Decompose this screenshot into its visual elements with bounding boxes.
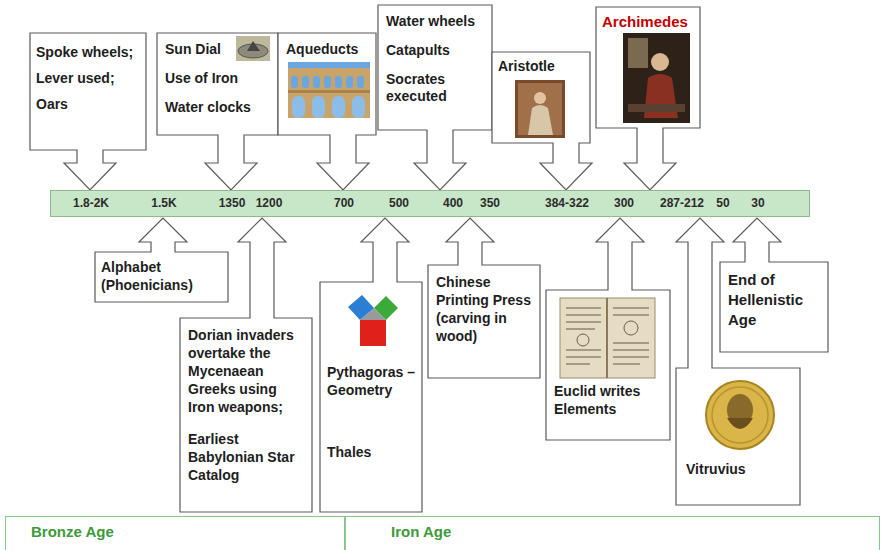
age-label: Iron Age [391, 523, 834, 541]
callout-text: Earliest Babylonian Star Catalog [188, 430, 304, 484]
sundial-icon [236, 36, 270, 61]
year-label: 1350 [219, 196, 246, 211]
callout-box: Spoke wheels; Lever used; Oars [30, 33, 146, 150]
callout-text: Euclid writes Elements [554, 382, 662, 418]
aristotle-painting [515, 80, 565, 138]
callout-box: Dorian invaders overtake the Mycenaean G… [180, 318, 312, 512]
callout-box: End of Hellenistic Age [720, 262, 828, 352]
year-label: 500 [389, 196, 409, 211]
callout-text: Use of Iron [165, 70, 270, 87]
callout-box: Water wheelsCatapultsSocrates executed [378, 5, 492, 130]
year-label: 1.5K [151, 196, 176, 211]
callout-box: Aristotle [492, 52, 590, 143]
age-band: Bronze Age [5, 516, 345, 550]
callout-outline [30, 33, 146, 190]
callout-text: Vitruvius [686, 460, 790, 478]
callout-text: Catapults [386, 42, 484, 59]
callout-text: Chinese Printing Press (carving in wood) [436, 273, 532, 345]
callout-text: Archimedes [602, 13, 694, 31]
callout-outline [95, 218, 228, 302]
callout-text: End of Hellenistic Age [728, 270, 820, 330]
callout-text: Spoke wheels; Lever used; Oars [36, 39, 140, 117]
callout-outline [676, 218, 800, 505]
callout-outline [157, 33, 278, 190]
callout-box: Sun DialUse of IronWater clocks [157, 33, 278, 135]
year-label: 350 [480, 196, 500, 211]
callout-text: Socrates executed [386, 71, 484, 105]
callout-text: Water wheels [386, 13, 484, 30]
callout-text: Sun Dial [165, 41, 270, 58]
callout-text: Dorian invaders overtake the Mycenaean G… [188, 326, 304, 416]
callout-text: Aqueducts [286, 41, 368, 58]
callout-box: Aqueducts [278, 33, 376, 135]
year-label: 1.8-2K [73, 196, 109, 211]
aqueduct-photo [288, 62, 370, 118]
year-label: 300 [614, 196, 634, 211]
callout-box: Pythagoras – GeometryThales [320, 282, 422, 512]
callout-outline [596, 7, 700, 190]
callout-outline [428, 218, 540, 378]
callout-outline [720, 218, 828, 352]
euclid-book-photo [560, 298, 655, 378]
callout-text: Water clocks [165, 99, 270, 116]
pythagoras-squares [348, 295, 398, 346]
age-band: Iron Age [345, 516, 880, 550]
year-label: 400 [443, 196, 463, 211]
age-label: Bronze Age [31, 523, 319, 541]
year-label: 384-322 [545, 196, 589, 211]
year-label: 30 [751, 196, 764, 211]
year-label: 287-212 [660, 196, 704, 211]
callout-outline [320, 218, 422, 512]
callout-text: Alphabet (Phoenicians) [101, 258, 222, 294]
vitruvius-coin [706, 381, 774, 449]
archimedes-painting [623, 33, 690, 123]
callout-box: Vitruvius [676, 368, 800, 505]
callout-text: Aristotle [498, 58, 584, 75]
callout-box: Chinese Printing Press (carving in wood) [428, 265, 540, 378]
callout-outline [180, 218, 312, 512]
callout-text: Pythagoras – Geometry [327, 363, 415, 399]
callout-box: Archimedes [596, 7, 700, 128]
callout-box: Euclid writes Elements [546, 290, 670, 440]
callout-outline [546, 218, 670, 440]
year-label: 50 [716, 196, 729, 211]
year-label: 1200 [256, 196, 283, 211]
callout-outline [278, 33, 376, 190]
callout-outline [492, 52, 592, 190]
timeline-bar: 1.8-2K 1.5K 1350 1200 700 500 400 350 384-322 300… [50, 190, 810, 217]
callout-box: Alphabet (Phoenicians) [95, 252, 228, 302]
callout-text: Thales [327, 443, 415, 461]
year-label: 700 [334, 196, 354, 211]
callout-outline [378, 5, 492, 190]
